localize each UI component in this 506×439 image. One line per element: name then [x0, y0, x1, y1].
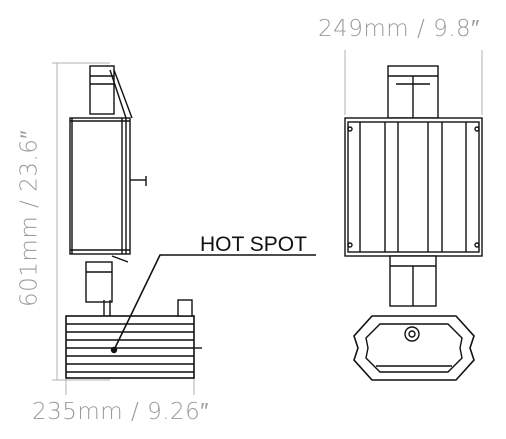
hot-spot-leader	[113, 254, 316, 351]
front-view-fixture	[344, 65, 483, 381]
width-dimension-side: 235mm / 9.26″	[32, 399, 209, 425]
side-view-fixture	[65, 65, 202, 379]
hot-spot-label: HOT SPOT	[200, 233, 307, 256]
dimension-lines	[52, 50, 483, 395]
height-dimension: 601mm / 23.6″	[16, 130, 43, 307]
width-dimension-front: 249mm / 9.8″	[318, 16, 480, 42]
